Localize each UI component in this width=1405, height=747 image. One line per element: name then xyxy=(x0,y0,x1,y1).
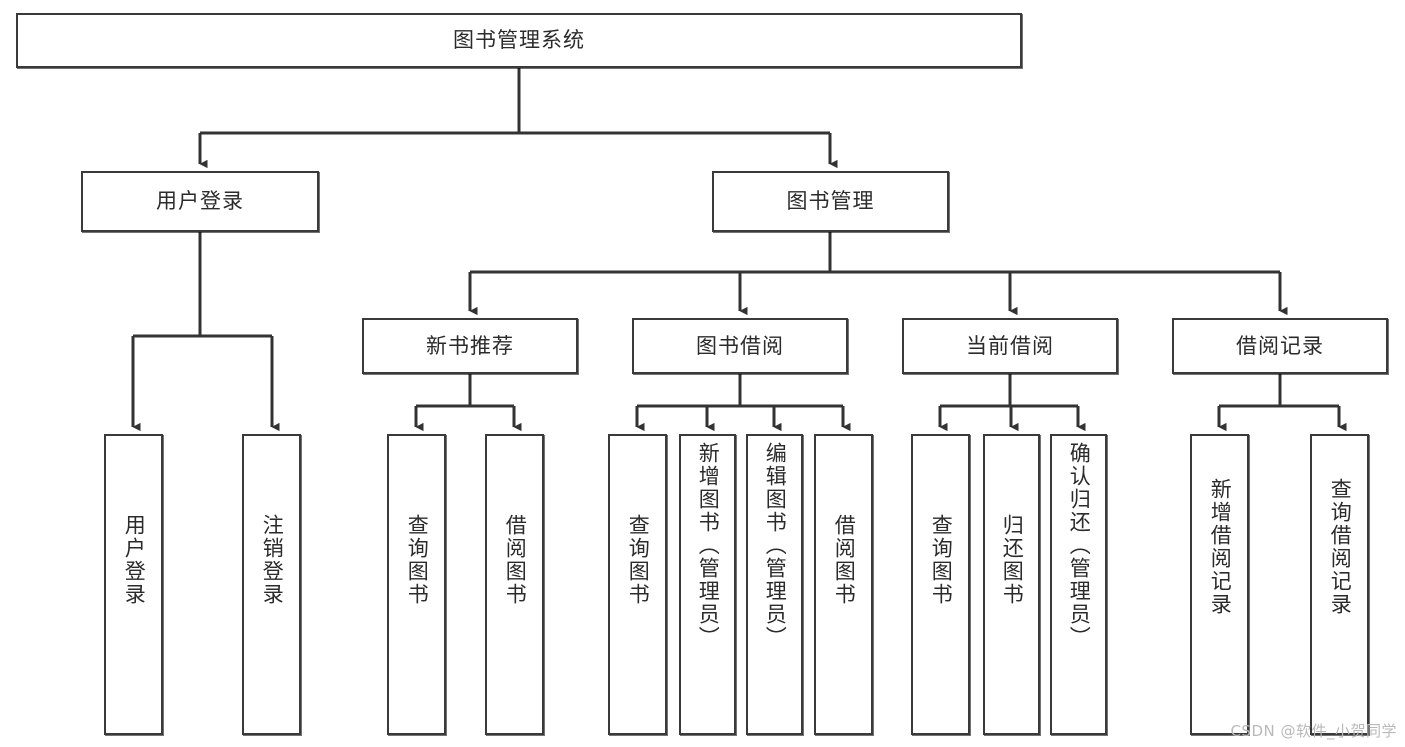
node-new-book-recommend[interactable]: 新书推荐 xyxy=(362,318,578,374)
leaf-logout-label: 注销登录 xyxy=(260,514,285,606)
leaf-borrow-book-label: 借阅图书 xyxy=(832,514,857,606)
leaf-logout[interactable]: 注销登录 xyxy=(242,434,301,735)
node-current-borrow[interactable]: 当前借阅 xyxy=(902,318,1118,374)
leaf-borrow-book-new-label: 借阅图书 xyxy=(503,514,528,606)
leaf-query-book-new[interactable]: 查询图书 xyxy=(387,434,446,735)
leaf-borrow-book[interactable]: 借阅图书 xyxy=(814,434,873,735)
leaf-query-book-current[interactable]: 查询图书 xyxy=(911,434,970,735)
node-borrow-record[interactable]: 借阅记录 xyxy=(1172,318,1388,374)
leaf-return-book[interactable]: 归还图书 xyxy=(983,434,1040,735)
leaf-query-book-borrow-label: 查询图书 xyxy=(626,514,651,606)
leaf-borrow-book-new[interactable]: 借阅图书 xyxy=(485,434,544,735)
leaf-add-borrow-record[interactable]: 新增借阅记录 xyxy=(1190,434,1249,735)
leaf-query-book-new-label: 查询图书 xyxy=(405,514,430,606)
node-book-management-label: 图书管理 xyxy=(786,189,875,213)
node-root[interactable]: 图书管理系统 xyxy=(16,13,1022,68)
node-book-borrow[interactable]: 图书借阅 xyxy=(632,318,848,374)
node-user-login-label: 用户登录 xyxy=(156,189,244,213)
leaf-return-book-label: 归还图书 xyxy=(1000,514,1025,606)
leaf-confirm-return-admin-label: 确认归还（管理员） xyxy=(1067,442,1092,649)
node-user-login[interactable]: 用户登录 xyxy=(81,171,319,232)
leaf-query-borrow-record-label: 查询借阅记录 xyxy=(1328,478,1353,616)
leaf-user-login-label: 用户登录 xyxy=(122,514,147,606)
node-borrow-record-label: 借阅记录 xyxy=(1236,333,1324,358)
leaf-edit-book-admin[interactable]: 编辑图书（管理员） xyxy=(746,434,803,735)
leaf-add-book-admin[interactable]: 新增图书（管理员） xyxy=(679,434,736,735)
leaf-query-book-current-label: 查询图书 xyxy=(929,514,954,606)
leaf-add-borrow-record-label: 新增借阅记录 xyxy=(1208,478,1233,616)
node-book-borrow-label: 图书借阅 xyxy=(696,333,784,358)
node-new-book-recommend-label: 新书推荐 xyxy=(426,333,514,358)
leaf-user-login[interactable]: 用户登录 xyxy=(104,434,163,735)
node-root-label: 图书管理系统 xyxy=(453,28,585,52)
node-book-management[interactable]: 图书管理 xyxy=(712,171,949,232)
leaf-query-borrow-record[interactable]: 查询借阅记录 xyxy=(1310,434,1369,735)
leaf-confirm-return-admin[interactable]: 确认归还（管理员） xyxy=(1050,434,1107,735)
leaf-edit-book-admin-label: 编辑图书（管理员） xyxy=(763,442,788,649)
leaf-query-book-borrow[interactable]: 查询图书 xyxy=(608,434,667,735)
node-current-borrow-label: 当前借阅 xyxy=(966,333,1054,358)
leaf-add-book-admin-label: 新增图书（管理员） xyxy=(696,442,721,649)
